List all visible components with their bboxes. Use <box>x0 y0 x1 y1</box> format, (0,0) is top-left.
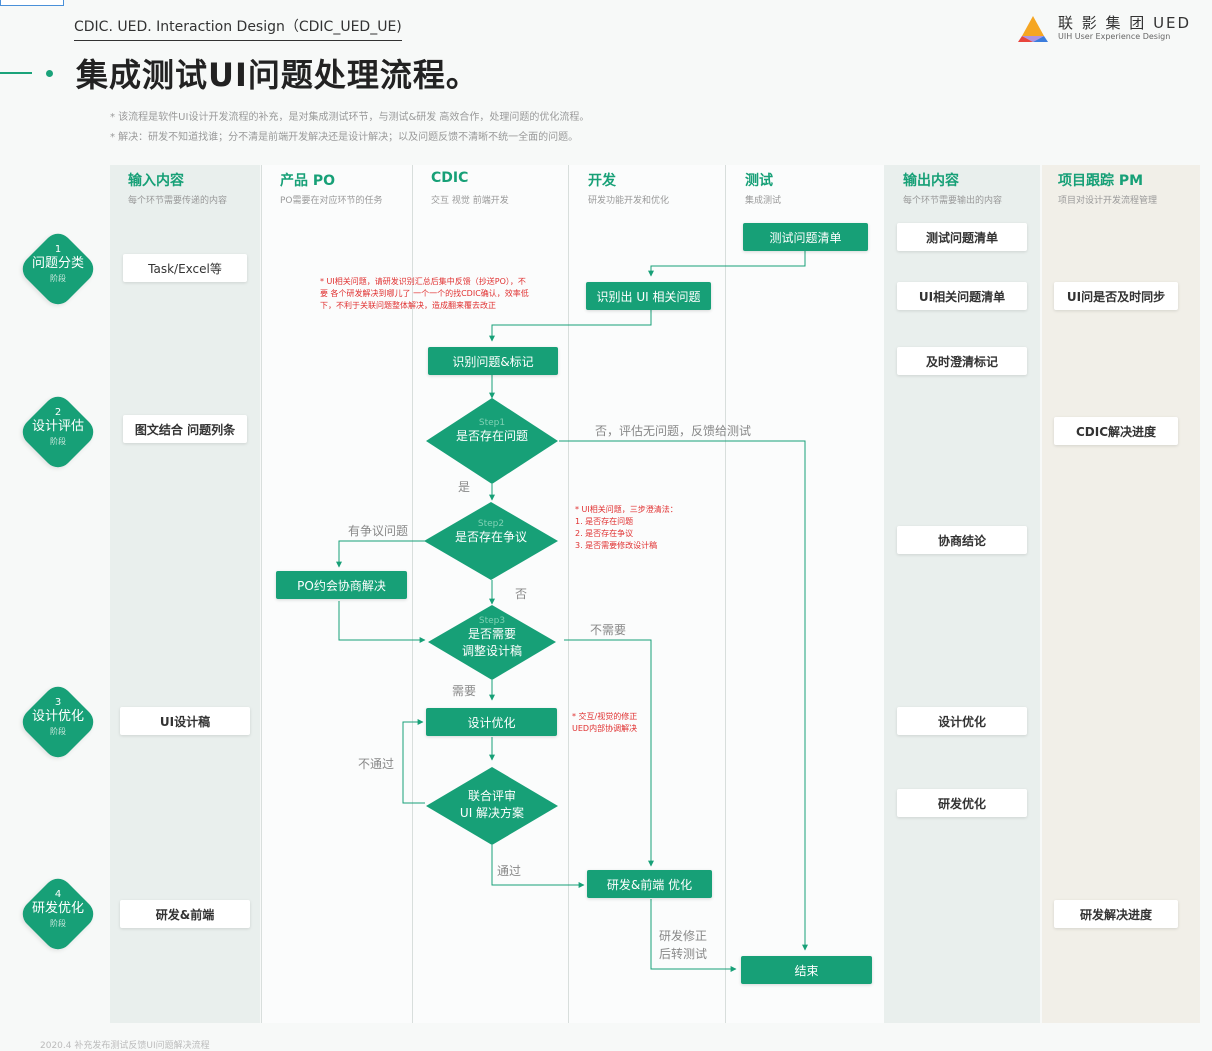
column-sub-dev: 研发功能开发和优化 <box>588 196 670 206</box>
edge-label-dispute: 有争议问题 <box>348 524 409 538</box>
logo: 联 影 集 团 UED UIH User Experience Design <box>1016 12 1196 46</box>
stage-sub: 阶段 <box>50 274 66 283</box>
end-node: 结束 <box>741 956 872 984</box>
logo-sub: UIH User Experience Design <box>1058 32 1171 41</box>
corner-mark <box>0 0 64 6</box>
decision-text: UI 解决方案 <box>459 806 525 820</box>
stage-3-label: 3 设计优化 阶段 <box>13 697 103 737</box>
edge-label-pass: 通过 <box>497 864 522 878</box>
column-header-po: 产品 PO <box>280 173 336 189</box>
page-title: 集成测试UI问题处理流程。 <box>76 56 479 94</box>
stage-name: 问题分类 <box>31 256 84 271</box>
input-box: 研发&前端 <box>120 900 250 928</box>
output-box: 测试问题清单 <box>897 223 1027 251</box>
stage-sub: 阶段 <box>50 727 66 736</box>
column-sub-test: 集成测试 <box>745 196 782 206</box>
stage-number: 4 <box>54 889 62 900</box>
step-label: Step1 <box>478 418 506 428</box>
stage-number: 2 <box>54 407 62 418</box>
identify-mark-node: 识别问题&标记 <box>428 347 558 375</box>
input-box: UI设计稿 <box>120 707 250 735</box>
column-sub-output: 每个环节需要输出的内容 <box>903 196 1003 206</box>
column-header-dev: 开发 <box>588 173 616 189</box>
logo-icon <box>1018 16 1048 42</box>
po-meeting-node: PO约会协商解决 <box>276 571 407 599</box>
output-box: 及时澄清标记 <box>897 347 1027 375</box>
column-header-test: 测试 <box>745 173 773 189</box>
edge-label-retest-2: 后转测试 <box>659 947 708 961</box>
stage-number: 1 <box>54 244 62 255</box>
stage-4-label: 4 研发优化 阶段 <box>13 889 103 929</box>
stage-sub: 阶段 <box>50 919 66 928</box>
column-divider <box>412 165 413 1023</box>
stage-name: 研发优化 <box>31 901 84 916</box>
footer-note: 2020.4 补充发布测试反馈UI问题解决流程 <box>40 1041 210 1051</box>
step-label: Step2 <box>477 519 505 529</box>
column-divider <box>568 165 569 1023</box>
header-note-2: * 解决：研发不知道找谁；分不清是前端开发解决还是设计解决；以及问题反馈不清晰不… <box>110 132 579 143</box>
column-sub-input: 每个环节需要传递的内容 <box>128 196 228 206</box>
step3-decision: Step3 是否需要 调整设计稿 <box>428 605 556 680</box>
column-input-bg <box>110 165 260 1023</box>
joint-review-decision: 联合评审 UI 解决方案 <box>426 767 558 845</box>
output-box: 设计优化 <box>897 707 1027 735</box>
stage-name: 设计优化 <box>31 709 84 724</box>
edge-label-needed: 需要 <box>452 684 477 698</box>
edge-label-no-issue: 否，评估无问题，反馈给测试 <box>595 424 752 438</box>
input-box: 图文结合 问题列条 <box>123 415 247 443</box>
edge-label-no: 否 <box>515 587 528 601</box>
pm-box: UI问是否及时同步 <box>1054 282 1178 310</box>
step2-decision: Step2 是否存在争议 <box>424 502 558 580</box>
stage-2-label: 2 设计评估 阶段 <box>13 407 103 447</box>
identify-ui-node: 识别出 UI 相关问题 <box>586 282 711 310</box>
edge-label-yes: 是 <box>458 480 471 494</box>
edge-label-not-pass: 不通过 <box>358 757 395 771</box>
output-box: 研发优化 <box>897 789 1027 817</box>
red-note-feedback: * UI相关问题，请研发识别汇总后集中反馈（抄送PO），不 要 各个研发解决到哪… <box>320 277 529 310</box>
logo-name: 联 影 集 团 UED <box>1058 14 1192 32</box>
column-sub-pm: 项目对设计开发流程管理 <box>1058 196 1158 206</box>
header-note-1: * 该流程是软件UI设计开发流程的补充，是对集成测试环节，与测试&研发 高效合作… <box>110 112 590 123</box>
title-dot <box>46 70 53 77</box>
output-box: 协商结论 <box>897 526 1027 554</box>
step1-decision: Step1 是否存在问题 <box>426 398 558 484</box>
decision-text: 是否存在争议 <box>454 530 527 544</box>
test-list-node: 测试问题清单 <box>743 223 868 251</box>
column-divider <box>261 165 262 1023</box>
pm-box: CDIC解决进度 <box>1054 417 1178 445</box>
design-optimize-node: 设计优化 <box>426 708 557 736</box>
input-box: Task/Excel等 <box>123 254 247 282</box>
column-header-input: 输入内容 <box>128 173 184 189</box>
decision-text: 联合评审 <box>467 789 516 803</box>
stage-1-label: 1 问题分类 阶段 <box>13 244 103 284</box>
column-sub-po: PO需要在对应环节的任务 <box>280 196 383 206</box>
column-header-pm: 项目跟踪 PM <box>1058 173 1144 189</box>
edge-label-not-needed: 不需要 <box>590 623 627 637</box>
red-note-ued: * 交互/视觉的修正 UED内部协调解决 <box>572 712 638 733</box>
pm-box: 研发解决进度 <box>1054 900 1178 928</box>
dev-optimize-node: 研发&前端 优化 <box>587 870 712 898</box>
column-cdic-bg <box>413 165 568 1023</box>
column-sub-cdic: 交互 视觉 前端开发 <box>431 196 509 206</box>
column-header-output: 输出内容 <box>903 173 959 189</box>
column-divider <box>725 165 726 1023</box>
edge-label-retest-1: 研发修正 <box>659 929 708 943</box>
stage-number: 3 <box>54 697 62 708</box>
decision-text: 是否需要 <box>467 627 516 641</box>
step-label: Step3 <box>478 616 506 626</box>
header-tag: CDIC. UED. Interaction Design（CDIC_UED_U… <box>74 16 402 41</box>
output-box: UI相关问题清单 <box>897 282 1027 310</box>
decision-text: 是否存在问题 <box>455 429 528 443</box>
title-line <box>0 72 32 74</box>
red-note-three-steps: * UI相关问题，三步澄清法： 1. 是否存在问题 2. 是否存在争议 3. 是… <box>575 505 678 550</box>
column-header-cdic: CDIC <box>431 170 469 186</box>
decision-text: 调整设计稿 <box>461 644 522 658</box>
stage-sub: 阶段 <box>50 437 66 446</box>
stage-name: 设计评估 <box>31 419 84 434</box>
